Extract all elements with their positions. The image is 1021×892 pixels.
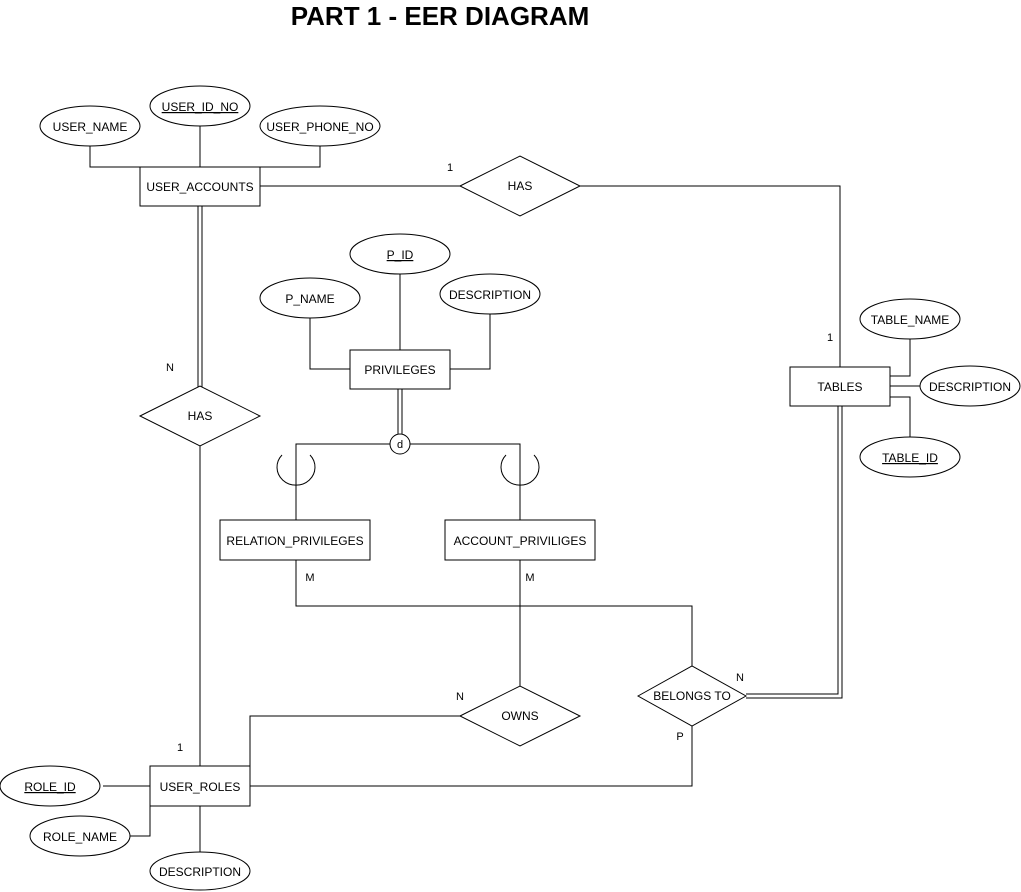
entity-privileges-label: PRIVILEGES [364,363,435,377]
attribute-user-id-no-label: USER_ID_NO [162,100,239,114]
relationship-has-accounts-tables-label: HAS [508,179,533,193]
diagram-title: PART 1 - EER DIAGRAM [291,1,590,31]
entity-user-roles-label: USER_ROLES [160,780,241,794]
entity-user-roles[interactable]: USER_ROLES [149,765,251,807]
attribute-p-name-label: P_NAME [285,292,334,306]
attribute-role-id-label: ROLE_ID [24,780,76,794]
attribute-p-id[interactable]: P_ID [349,233,451,275]
connector-tables-belongs-a [746,406,839,695]
relationship-belongs-to-label: BELONGS TO [653,689,731,703]
entity-privileges[interactable]: PRIVILEGES [349,349,451,390]
specialization-disjoint-label: d [397,439,403,451]
cardinality-accounts-has-tables: 1 [447,162,453,174]
connector-d-relation-privileges [295,443,390,520]
cardinality-belongs-to-n: N [736,672,744,684]
attribute-role-name[interactable]: ROLE_NAME [29,815,131,857]
entity-account-priviliges-label: ACCOUNT_PRIVILIGES [454,534,587,548]
cardinality-tables-has: 1 [827,332,833,344]
attribute-table-id-label: TABLE_ID [882,451,938,465]
entity-relation-privileges[interactable]: RELATION_PRIVILEGES [219,519,371,561]
cardinality-accounts-has-roles: N [166,362,174,374]
attribute-role-name-label: ROLE_NAME [43,830,117,844]
relationship-has-accounts-roles-label: HAS [188,409,213,423]
attribute-roles-description-label: DESCRIPTION [159,865,241,879]
entity-account-priviliges[interactable]: ACCOUNT_PRIVILIGES [444,519,596,561]
connector-user-name [89,145,200,168]
cardinality-account-priviliges: M [525,572,534,584]
attribute-role-id[interactable]: ROLE_ID [0,765,101,807]
attribute-tables-description[interactable]: DESCRIPTION [919,365,1021,407]
specialization-disjoint[interactable]: d [389,433,411,455]
attribute-tables-description-label: DESCRIPTION [929,380,1011,394]
attribute-user-phone-no[interactable]: USER_PHONE_NO [259,105,381,147]
attribute-p-id-label: P_ID [387,248,414,262]
subset-arc-account-priviliges [500,454,540,486]
entity-user-accounts[interactable]: USER_ACCOUNTS [139,166,261,207]
connector-p-name [309,318,350,370]
cardinality-roles-has: 1 [177,742,183,754]
cardinality-belongs-to-p: P [676,731,683,743]
relationship-has-accounts-roles[interactable]: HAS [138,385,262,447]
connector-privileges-description [450,314,491,370]
relationship-belongs-to[interactable]: BELONGS TO [636,665,748,727]
connector-owns-roles [249,715,460,786]
entity-tables-label: TABLES [817,380,862,394]
entity-user-accounts-label: USER_ACCOUNTS [146,180,253,194]
connector-relation-belongs [295,560,693,666]
connector-tables-belongs-b [746,406,843,699]
attribute-privileges-description[interactable]: DESCRIPTION [439,273,541,315]
cardinality-relation-privileges: M [305,572,314,584]
attribute-roles-description[interactable]: DESCRIPTION [149,851,251,891]
connector-role-name [130,806,151,837]
attribute-table-name-label: TABLE_NAME [871,313,949,327]
connector-table-name [890,338,911,377]
cardinality-owns: N [456,691,464,703]
attribute-user-phone-no-label: USER_PHONE_NO [266,120,373,134]
connector-belongs-roles [250,726,693,787]
connector-has-tables [580,185,841,367]
relationship-owns-label: OWNS [501,709,538,723]
attribute-user-name-label: USER_NAME [53,120,128,134]
subset-arc-relation-privileges [276,454,316,486]
attribute-privileges-description-label: DESCRIPTION [449,288,531,302]
relationship-has-accounts-tables[interactable]: HAS [458,155,582,217]
connectors [89,125,920,852]
attribute-user-name[interactable]: USER_NAME [39,105,141,147]
attribute-table-id[interactable]: TABLE_ID [859,436,961,478]
entity-relation-privileges-label: RELATION_PRIVILEGES [226,534,363,548]
entity-tables[interactable]: TABLES [789,366,891,407]
attribute-table-name[interactable]: TABLE_NAME [859,298,961,340]
connector-user-phone-no [200,145,321,168]
relationship-owns[interactable]: OWNS [458,685,582,747]
connector-table-id [890,396,911,437]
connector-d-account-priviliges [410,443,521,520]
attribute-p-name[interactable]: P_NAME [259,277,361,319]
attribute-user-id-no[interactable]: USER_ID_NO [149,85,251,127]
